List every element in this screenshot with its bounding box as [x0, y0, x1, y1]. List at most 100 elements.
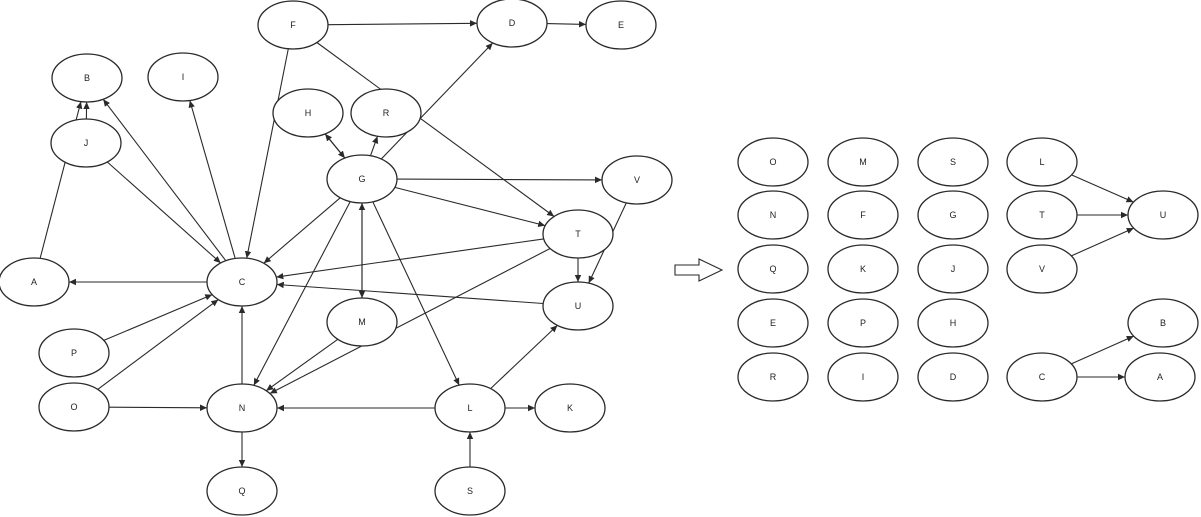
node-ellipse [1006, 137, 1078, 187]
before-node-b: B [51, 53, 123, 103]
node-ellipse [737, 137, 809, 187]
node-ellipse [38, 382, 110, 432]
node-ellipse [601, 155, 673, 205]
node-label: M [358, 317, 366, 327]
after-node-j: J [917, 244, 989, 294]
before-edge-f-to-c [244, 48, 289, 259]
node-label: J [84, 138, 89, 148]
node-ellipse [917, 190, 989, 240]
before-graph-edges [39, 20, 627, 467]
node-ellipse [585, 0, 657, 50]
after-node-b: B [1127, 298, 1199, 348]
node-label: V [1039, 264, 1045, 274]
node-label: G [949, 210, 956, 220]
node-label: U [575, 301, 582, 311]
node-label: J [951, 264, 956, 274]
before-node-c: C [206, 257, 278, 307]
node-label: M [859, 157, 867, 167]
node-label: R [770, 372, 777, 382]
node-ellipse [827, 244, 899, 294]
node-ellipse [737, 244, 809, 294]
before-node-d: D [476, 0, 548, 48]
after-node-p: P [827, 298, 899, 348]
after-node-h: H [917, 298, 989, 348]
node-ellipse [206, 466, 278, 516]
node-ellipse [326, 154, 398, 204]
before-node-h: H [272, 88, 344, 138]
node-ellipse [917, 244, 989, 294]
before-edge-g-to-l [372, 201, 460, 386]
node-ellipse [1006, 190, 1078, 240]
node-ellipse [827, 190, 899, 240]
transition-arrow-icon [674, 258, 724, 282]
node-ellipse [257, 0, 329, 50]
before-edge-c-to-b [102, 98, 227, 262]
node-ellipse [1127, 190, 1199, 240]
before-node-o: O [38, 382, 110, 432]
after-node-d: D [917, 352, 989, 402]
node-label: V [634, 175, 640, 185]
before-node-s: S [434, 466, 506, 516]
node-ellipse [476, 0, 548, 48]
node-label: I [862, 372, 865, 382]
node-ellipse [1006, 352, 1078, 402]
node-label: K [860, 264, 866, 274]
before-node-l: L [434, 383, 506, 433]
before-edge-f-to-d [327, 20, 478, 27]
before-edge-p-to-c [103, 294, 213, 341]
before-node-r: R [350, 88, 422, 138]
after-node-c: C [1006, 352, 1078, 402]
after-node-v: V [1006, 244, 1078, 294]
after-node-s: S [917, 137, 989, 187]
after-node-f: F [827, 190, 899, 240]
before-edge-o-to-c [97, 299, 219, 390]
node-ellipse [534, 383, 606, 433]
before-edge-g-to-h [324, 133, 346, 159]
after-node-u: U [1127, 190, 1199, 240]
node-label: H [950, 318, 957, 328]
before-node-e: E [585, 0, 657, 50]
node-label: S [950, 157, 956, 167]
after-node-g: G [917, 190, 989, 240]
before-edge-d-to-e [546, 21, 587, 28]
node-ellipse [827, 137, 899, 187]
node-ellipse [272, 88, 344, 138]
node-ellipse [917, 137, 989, 187]
before-node-f: F [257, 0, 329, 50]
after-node-i: I [827, 352, 899, 402]
after-edge-c-to-b [1071, 335, 1134, 365]
after-edge-v-to-u [1071, 227, 1134, 257]
node-label: O [70, 402, 77, 412]
before-edge-c-to-i [188, 100, 236, 259]
node-label: B [84, 73, 90, 83]
node-label: P [860, 318, 866, 328]
after-graph-edges [1071, 174, 1134, 381]
node-ellipse [542, 209, 614, 259]
node-ellipse [737, 190, 809, 240]
node-ellipse [0, 257, 70, 307]
after-node-t: T [1006, 190, 1078, 240]
before-node-j: J [50, 118, 122, 168]
before-edge-g-to-d [380, 42, 494, 160]
node-ellipse [917, 352, 989, 402]
before-node-m: M [326, 297, 398, 347]
before-edge-j-to-c [106, 161, 222, 264]
node-label: F [290, 20, 296, 30]
node-ellipse [38, 328, 110, 378]
before-node-i: I [147, 52, 219, 102]
before-edge-g-to-t [394, 186, 546, 227]
node-ellipse [434, 383, 506, 433]
node-label: D [950, 372, 957, 382]
before-node-u: U [542, 281, 614, 331]
before-node-q: Q [206, 466, 278, 516]
before-node-p: P [38, 328, 110, 378]
node-ellipse [917, 298, 989, 348]
node-label: K [567, 403, 573, 413]
after-node-q: Q [737, 244, 809, 294]
node-label: L [1039, 157, 1044, 167]
after-node-n: N [737, 190, 809, 240]
node-label: T [575, 229, 581, 239]
